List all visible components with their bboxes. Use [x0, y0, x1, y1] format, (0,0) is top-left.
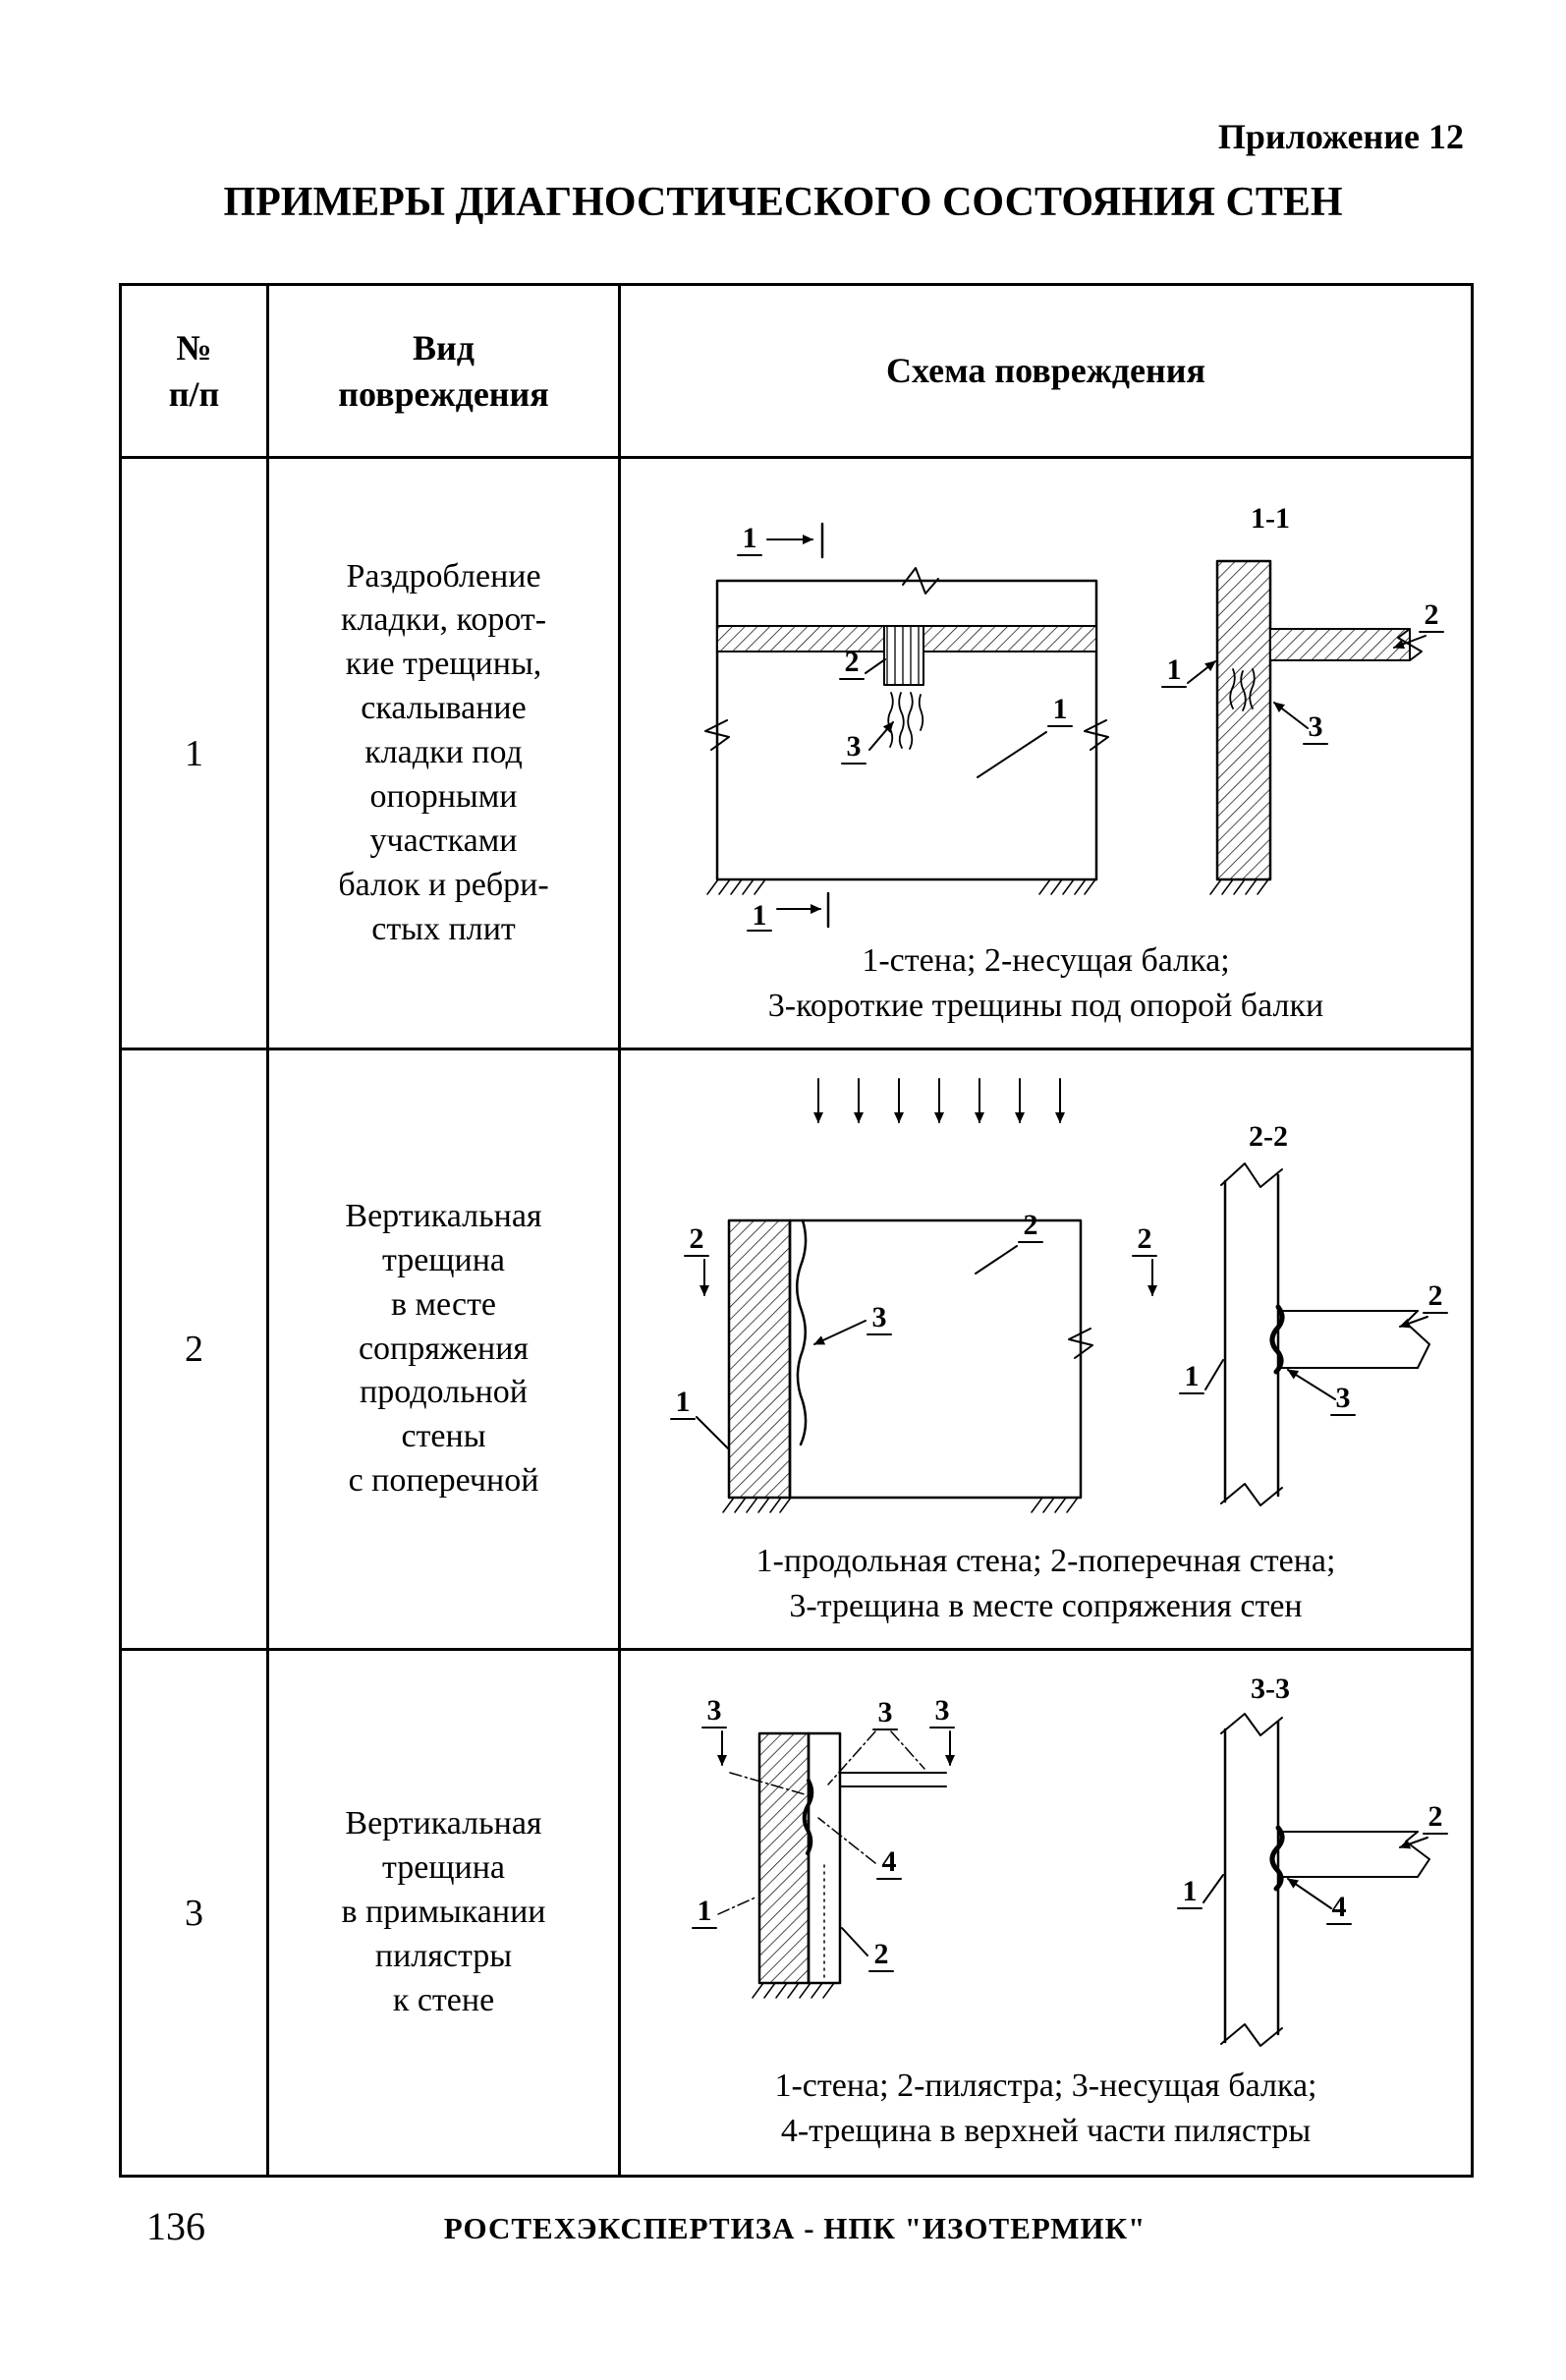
row-1-damage-type: Раздробление кладки, корот- кие трещины,…: [266, 456, 621, 1050]
table-row: 3 Вертикальная трещина в примыкании пиля…: [119, 1648, 1474, 2178]
pilaster-label: 2: [1427, 1800, 1442, 1833]
wall-label: 1: [1166, 653, 1181, 686]
elevation-view-row2: [669, 1078, 1157, 1513]
pilaster-label: 2: [873, 1938, 888, 1970]
section-cut-label: 1: [752, 899, 766, 932]
row-3-damage-type: Вертикальная трещина в примыкании пиляст…: [266, 1648, 621, 2178]
table-header-row: № п/п Вид повреждения Схема повреждения: [119, 283, 1474, 459]
row-3-caption: 1-стена; 2-пилястра; 3-несущая балка; 4-…: [774, 2067, 1317, 2149]
row-3-scheme-cell: 3 3 3 4 1 2 3-3 2 4 1 1-стена; 2-пилястр…: [618, 1648, 1474, 2178]
longitudinal-wall-label: 1: [675, 1386, 690, 1418]
row-2-caption: 1-продольная стена; 2-поперечная стена; …: [755, 1543, 1336, 1624]
damage-scheme-diagram-3: 3 3 3 4 1 2 3-3 2 4 1: [691, 1672, 1448, 2047]
row-2-damage-type: Вертикальная трещина в месте сопряжения …: [266, 1048, 621, 1651]
table-row: 1 Раздробление кладки, корот- кие трещин…: [119, 456, 1474, 1050]
section-view-row2: [1178, 1162, 1448, 1507]
page-number: 136: [146, 2204, 205, 2248]
section-title: 3-3: [1251, 1672, 1290, 1705]
beam-label: 2: [1424, 598, 1438, 631]
crack-label: 3: [1335, 1382, 1350, 1414]
section-cut-label: 3: [934, 1694, 949, 1727]
section-cut-label: 1: [742, 522, 756, 554]
row-1-number: 1: [119, 456, 269, 1050]
section-title: 2-2: [1249, 1120, 1288, 1153]
elevation-view-row3: [691, 1726, 955, 1999]
diagram-labels-row3: 3 3 3 4 1 2 3-3 2 4 1: [697, 1672, 1442, 1970]
crack-label: 3: [871, 1301, 886, 1333]
col-header-scheme: Схема повреждения: [618, 283, 1474, 459]
transverse-wall-label: 2: [1023, 1209, 1037, 1241]
row-1-caption: 1-стена; 2-несущая балка; 3-короткие тре…: [767, 941, 1324, 1024]
row-2-scheme-cell: 2 2 2 3 1 2-2 2 3 1 1-продольная стена; …: [618, 1048, 1474, 1651]
row-3-number: 3: [119, 1648, 269, 2178]
cracks-label: 3: [1308, 710, 1322, 743]
damage-scheme-diagram-1: 1 2 3 1 1 1-1 2 3 1: [703, 502, 1444, 932]
damage-scheme-diagram-2: 2 2 2 3 1 2-2 2 3 1: [669, 1078, 1448, 1513]
crack-label: 4: [1331, 1891, 1346, 1923]
cracks-label: 3: [846, 730, 861, 763]
elevation-view-row1: [703, 522, 1109, 932]
longitudinal-wall-label: 1: [1184, 1360, 1199, 1392]
crack-label: 4: [881, 1845, 896, 1878]
col-header-damage-type: Вид повреждения: [266, 283, 621, 459]
row-2-number: 2: [119, 1048, 269, 1651]
page-footer: 136 РОСТЕХЭКСПЕРТИЗА - НПК "ИЗОТЕРМИК": [119, 2203, 1471, 2262]
wall-label: 1: [697, 1895, 711, 1927]
section-view-row3: [1176, 1712, 1448, 2047]
beam-label: 2: [844, 646, 859, 678]
beam-label: 3: [877, 1696, 892, 1728]
section-cut-label: 3: [706, 1694, 721, 1727]
section-title: 1-1: [1251, 502, 1290, 535]
col-header-num: № п/п: [119, 283, 269, 459]
section-view-row1: [1160, 559, 1444, 895]
row-1-scheme-cell: 1 2 3 1 1 1-1 2 3 1 1-стена; 2-несущая б…: [618, 456, 1474, 1050]
wall-label: 1: [1052, 693, 1067, 725]
table-row: 2 Вертикальная трещина в месте сопряжени…: [119, 1048, 1474, 1651]
diagnostics-table: № п/п Вид повреждения Схема повреждения …: [119, 283, 1474, 2178]
diagram-labels-row2: 2 2 2 3 1 2-2 2 3 1: [675, 1120, 1442, 1418]
wall-label: 1: [1182, 1875, 1197, 1907]
footer-organization: РОСТЕХЭКСПЕРТИЗА - НПК "ИЗОТЕРМИК": [443, 2211, 1147, 2245]
section-cut-label: 2: [1137, 1222, 1151, 1255]
diagram-labels-row1: 1 2 3 1 1 1-1 2 3 1: [742, 502, 1438, 932]
page-title: ПРИМЕРЫ ДИАГНОСТИЧЕСКОГО СОСТОЯНИЯ СТЕН: [223, 180, 1343, 225]
appendix-label: Приложение 12: [1217, 117, 1464, 156]
transverse-wall-label: 2: [1427, 1279, 1442, 1312]
section-cut-label: 2: [689, 1222, 703, 1255]
